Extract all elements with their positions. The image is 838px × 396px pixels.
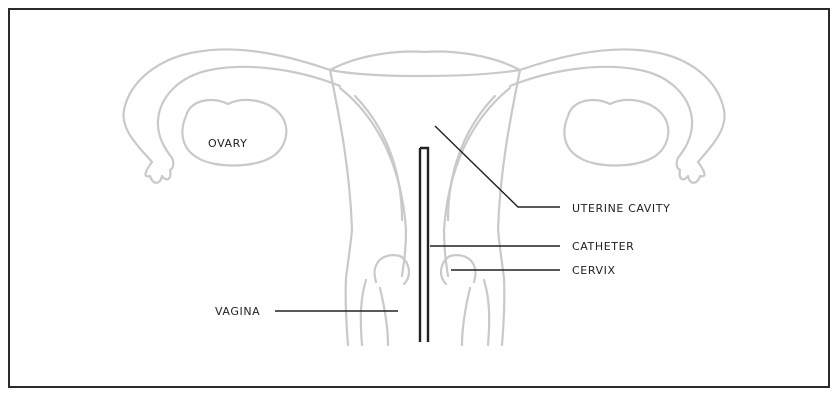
leader-lines xyxy=(275,126,560,311)
uterine-cavity-label: UTERINE CAVITY xyxy=(572,202,670,215)
catheter xyxy=(420,148,428,342)
left-ovary xyxy=(182,100,286,166)
right-ovary xyxy=(564,100,668,166)
uterine-cavity-leader xyxy=(435,126,560,207)
cervix-label: CERVIX xyxy=(572,264,616,277)
catheter-label: CATHETER xyxy=(572,240,634,253)
ovary-label: OVARY xyxy=(208,137,247,150)
anatomy-outline xyxy=(123,49,724,345)
vagina-label: VAGINA xyxy=(215,305,260,318)
